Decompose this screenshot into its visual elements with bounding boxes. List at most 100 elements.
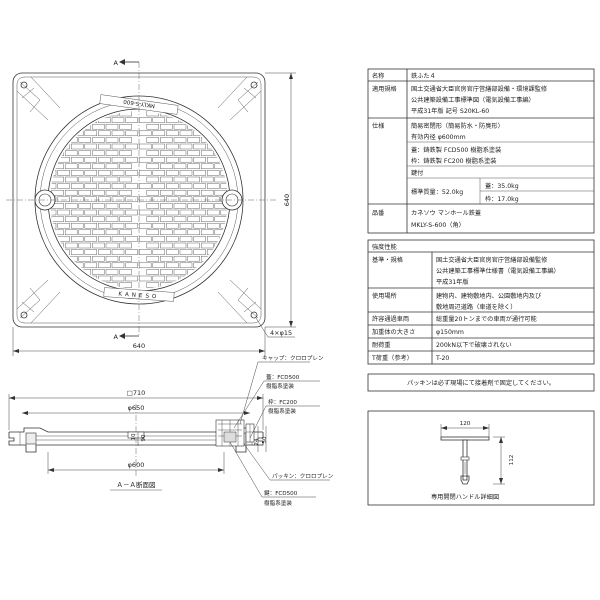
brick <box>160 242 173 249</box>
brick <box>173 176 187 183</box>
spec-label-product: 品番 <box>372 210 384 217</box>
strength-label-load-size: 加重体の大きさ <box>372 328 415 336</box>
brick <box>193 143 206 150</box>
brick <box>193 222 206 229</box>
brick <box>160 229 173 236</box>
brick <box>138 249 152 255</box>
brick <box>50 123 51 130</box>
brick <box>119 216 132 222</box>
brick <box>146 229 160 236</box>
brick <box>125 249 138 255</box>
brick <box>179 222 193 229</box>
strength-value-vehicle: 総重量20トンまでの車両が通行可能 <box>436 315 537 323</box>
callout-frame-coat: 樹脂系塗装 <box>268 407 296 415</box>
brick <box>166 117 179 123</box>
brick <box>173 189 187 196</box>
brick <box>200 111 214 117</box>
dim-10-text: 10 <box>131 433 137 441</box>
brick <box>70 183 84 189</box>
section-view: □710 φ650 <box>8 355 334 507</box>
brick <box>187 123 200 130</box>
brick <box>166 236 179 242</box>
brick <box>57 275 70 282</box>
brick <box>187 189 200 196</box>
brick <box>119 203 132 209</box>
brick <box>50 269 51 275</box>
section-marker-top: A <box>114 59 119 67</box>
callout-cover-coat: 樹脂系塗装 <box>266 382 294 390</box>
brick <box>200 176 214 183</box>
brick <box>220 209 228 216</box>
brick <box>152 143 166 150</box>
brick <box>125 209 138 216</box>
brick <box>234 170 246 175</box>
brick <box>138 209 152 216</box>
spec-item-mass-cover: 蓋：35.0kg <box>485 182 519 190</box>
brick <box>138 143 152 150</box>
brick <box>234 210 246 215</box>
brick <box>234 157 246 162</box>
brick <box>138 262 152 269</box>
brick <box>146 123 160 130</box>
dim-plan-height: 640 <box>265 72 296 328</box>
brick <box>193 196 206 203</box>
brick <box>70 249 84 255</box>
brick <box>220 275 228 282</box>
corner-holes <box>20 81 258 319</box>
brick <box>84 209 98 216</box>
strength-value-load: 200kN以下で破壊されない <box>436 341 512 349</box>
brick <box>50 275 57 282</box>
brick <box>200 242 214 249</box>
brick <box>138 130 152 137</box>
brick <box>214 111 228 117</box>
brick <box>160 255 173 262</box>
brick <box>105 176 119 183</box>
brick <box>146 255 160 262</box>
strength-value-t-load: T-20 <box>435 355 449 362</box>
strength-value-standard-3: 平成31年版 <box>436 278 469 286</box>
strength-header: 強度性能 <box>372 243 397 251</box>
brick <box>98 143 111 150</box>
brick <box>138 156 152 163</box>
brick <box>84 156 98 163</box>
spec-item-key: 鍵付 <box>411 169 423 177</box>
brick <box>206 222 220 229</box>
strength-label-load: 耐荷重 <box>372 341 391 349</box>
dim-holes-text: 4×φ15 <box>270 329 292 337</box>
brick <box>92 123 105 130</box>
brick <box>214 216 228 222</box>
strength-value-location-1: 建物内、建物敷地内、公園敷地内及び <box>436 292 542 300</box>
brick <box>64 111 78 117</box>
spec-table: 名称 鉄ふた４ 適用規格 国土交通省大臣官房官庁営繕部設備・環境課監修 公共建築… <box>367 68 595 234</box>
brick <box>187 255 200 262</box>
dim-vertical-left: 10 90 <box>131 432 147 446</box>
brick <box>228 164 240 169</box>
brick <box>152 262 166 269</box>
hole-bottom-right <box>250 311 258 319</box>
brick <box>78 203 92 209</box>
spec-item-frame: 枠：鋳鉄製 FC200 樹脂系塗装 <box>411 157 497 165</box>
brick <box>146 137 160 143</box>
brick <box>57 222 70 229</box>
brick <box>51 176 64 183</box>
brick <box>51 216 64 222</box>
brick <box>64 229 78 236</box>
brick <box>179 249 193 255</box>
brick <box>193 249 206 255</box>
brick <box>119 123 132 130</box>
brick <box>64 163 78 170</box>
brick <box>152 196 166 203</box>
brick <box>92 255 105 262</box>
section-marker-bottom: A <box>114 333 119 341</box>
spec-item-diameter: 有効内径 φ600mm <box>411 133 466 141</box>
handle-dim-height: 112 <box>509 455 515 466</box>
brick <box>166 275 179 282</box>
brick <box>50 130 57 137</box>
brick <box>152 236 166 242</box>
handle-caption: 専用開閉ハンドル詳細図 <box>431 493 499 501</box>
brick <box>214 163 228 170</box>
brick <box>57 236 70 242</box>
brick <box>125 262 138 269</box>
brick <box>105 123 119 130</box>
